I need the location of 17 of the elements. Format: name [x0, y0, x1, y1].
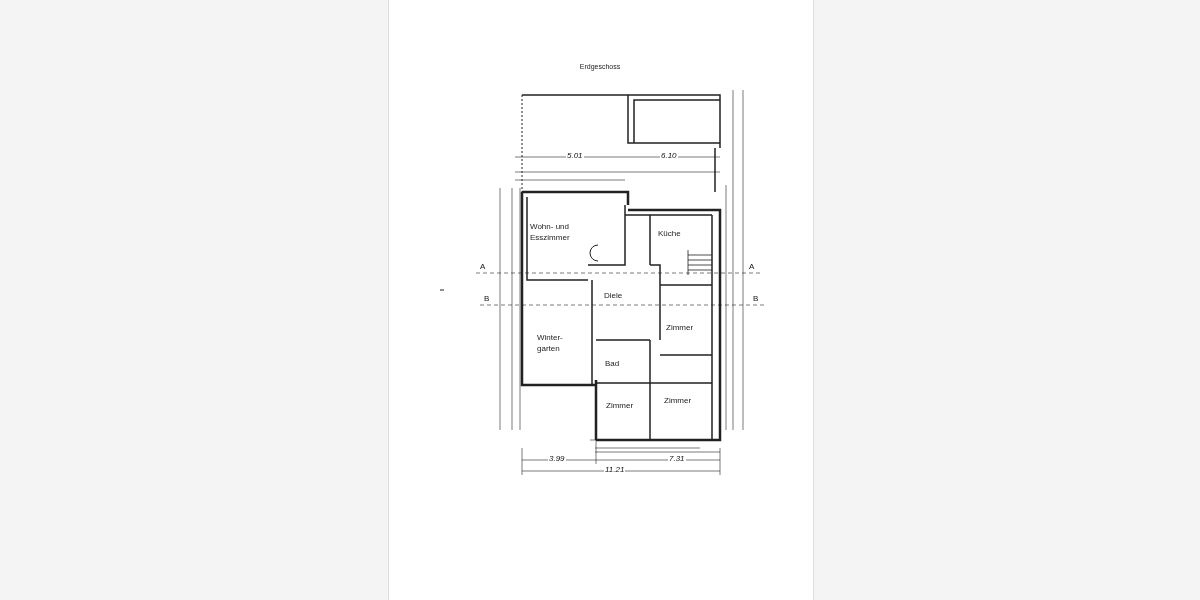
section-mark: B: [753, 294, 759, 303]
dimension-text: 7.31: [668, 454, 686, 463]
room-label: Zimmer: [664, 396, 704, 407]
section-mark: B: [484, 294, 490, 303]
dimension-text: 5.01: [566, 151, 584, 160]
section-mark: A: [480, 262, 486, 271]
dimension-text: 6.10: [660, 151, 678, 160]
section-mark: A: [749, 262, 755, 271]
dimension-text: 11.21: [604, 465, 626, 474]
room-label: Zimmer: [666, 323, 706, 334]
room-label: Winter- garten: [537, 333, 577, 355]
room-label: Zimmer: [606, 401, 646, 412]
room-label: Wohn- und Esszimmer: [530, 222, 590, 244]
room-label: Küche: [658, 229, 694, 240]
room-label: Bad: [605, 359, 635, 370]
room-label: Diele: [604, 291, 640, 302]
dimension-text: 3.99: [548, 454, 566, 463]
